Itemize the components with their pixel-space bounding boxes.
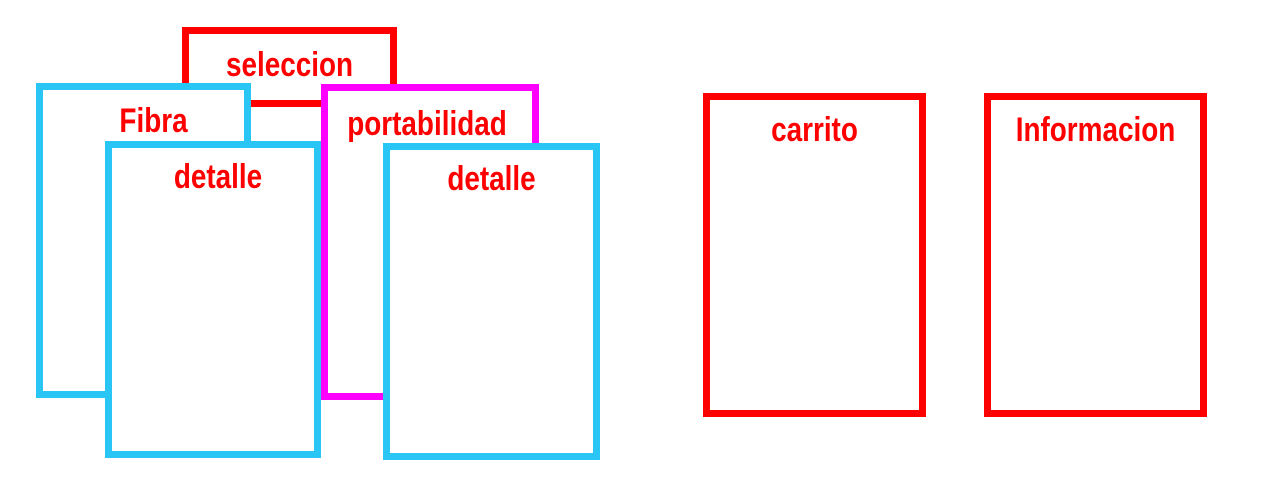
detalle-label-2: detalle (447, 160, 536, 198)
informacion-label: Informacion (1015, 111, 1176, 149)
detalle-box-1: detalle (105, 141, 321, 458)
detalle-box-2: detalle (383, 143, 600, 460)
seleccion-label: seleccion (225, 46, 354, 84)
portabilidad-label: portabilidad (347, 105, 507, 143)
carrito-box: carrito (703, 93, 926, 417)
carrito-label: carrito (771, 111, 858, 149)
fibra-label: Fibra (119, 102, 188, 140)
informacion-box: Informacion (984, 93, 1207, 417)
detalle-label-1: detalle (173, 158, 263, 196)
